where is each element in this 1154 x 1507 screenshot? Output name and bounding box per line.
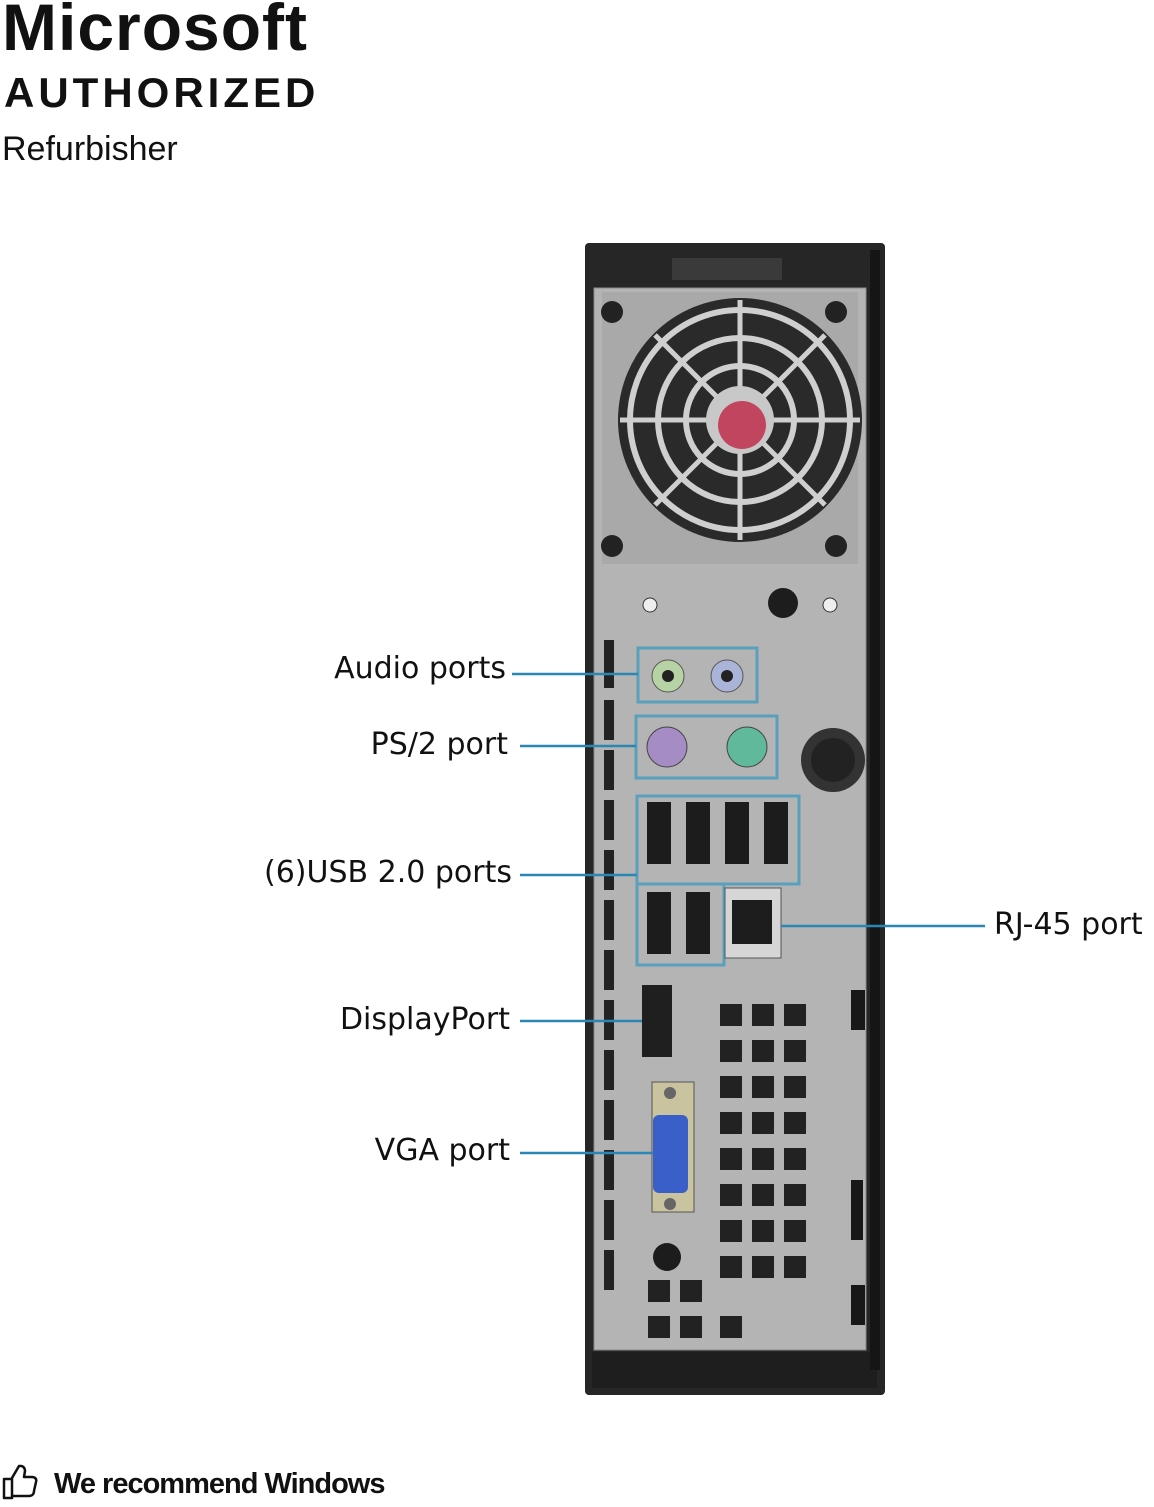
chassis-bottom-bar (592, 1352, 877, 1388)
label-usb-ports: (6)USB 2.0 ports (264, 855, 512, 890)
callout-lines (512, 672, 985, 1155)
side-slots (851, 990, 865, 1325)
rj45-port (724, 887, 782, 959)
audio-ports (636, 646, 759, 704)
fan-icon (601, 292, 862, 564)
label-ps2-port: PS/2 port (370, 727, 508, 762)
thumb-screw (801, 728, 865, 792)
label-vga-port: VGA port (374, 1133, 510, 1168)
ps2-ports (634, 714, 779, 780)
usb-ports (635, 794, 801, 967)
brand-subtitle: AUTHORIZED (4, 69, 320, 116)
footer: We recommend Windows (0, 1462, 385, 1507)
footer-text: We recommend Windows (54, 1467, 385, 1500)
chassis-top-handle (672, 258, 782, 280)
label-rj45-port: RJ-45 port (994, 907, 1143, 942)
brand-title: Microsoft (2, 0, 308, 64)
brand-tagline: Refurbisher (2, 130, 178, 168)
displayport-port (642, 985, 672, 1057)
vga-port (651, 1081, 695, 1213)
label-displayport: DisplayPort (339, 1002, 510, 1037)
vent-grid (648, 1004, 806, 1338)
label-audio-ports: Audio ports (334, 651, 506, 686)
side-rail (870, 250, 880, 1370)
thumbs-up-icon (0, 1462, 40, 1507)
